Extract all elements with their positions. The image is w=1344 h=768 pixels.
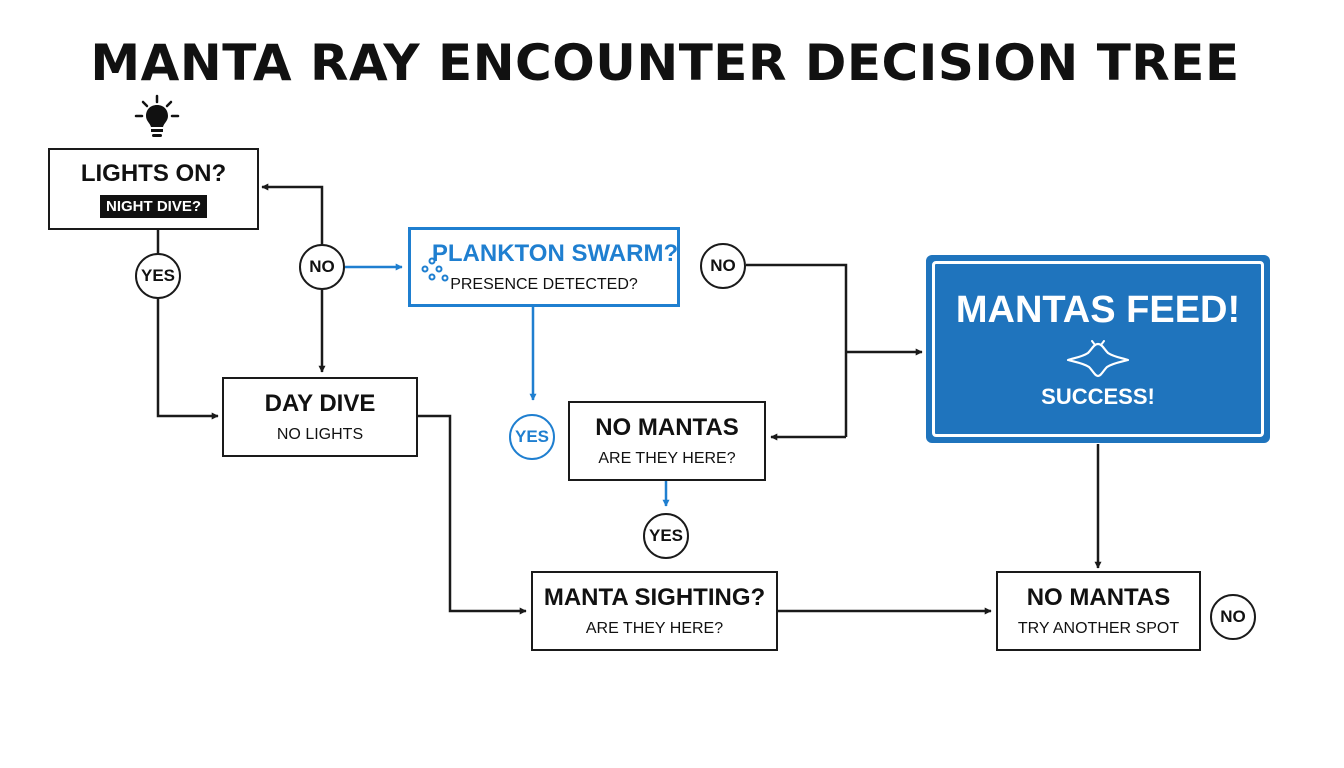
night-dive-tag: NIGHT DIVE? [99,195,207,219]
line-no-right [746,263,848,437]
manta-sighting-node: MANTA SIGHTING? ARE THEY HERE? [531,571,778,651]
manta-ray-icon [1066,339,1130,377]
plankton-swarm-label: PLANKTON SWARM? [431,240,679,268]
yes-bubble-plankton: YES [509,414,555,460]
manta-sighting-sub: ARE THEY HERE? [585,619,724,637]
manta-sighting-label: MANTA SIGHTING? [543,584,766,612]
try-another-spot-label: NO MANTAS [1026,584,1171,612]
day-dive-node: DAY DIVE NO LIGHTS [222,377,418,457]
no-mantas-check-label: NO MANTAS [595,414,739,442]
day-dive-label: DAY DIVE [264,390,376,418]
day-dive-sub: NO LIGHTS [276,425,364,443]
lights-on-node: LIGHTS ON? NIGHT DIVE? [48,148,259,230]
plankton-swarm-sub: PRESENCE DETECTED? [450,275,638,293]
no-mantas-check-node: NO MANTAS ARE THEY HERE? [568,401,766,481]
no-bubble-lights: NO [299,244,345,290]
try-another-spot-sub: TRY ANOTHER SPOT [1017,619,1180,637]
arrow-no-to-lights-on [261,183,324,244]
mantas-feed-label: MANTAS FEED! [955,288,1241,331]
success-label: SUCCESS! [1041,383,1155,409]
yes-bubble-no-mantas: YES [643,513,689,559]
plankton-dots-icon [421,257,449,282]
mantas-feed-inner: MANTAS FEED! SUCCESS! [932,261,1264,437]
plankton-swarm-node: PLANKTON SWARM? PRESENCE DETECTED? [408,227,680,307]
no-bubble-end: NO [1210,594,1256,640]
mantas-feed-panel: MANTAS FEED! SUCCESS! [926,255,1270,443]
page-title: MANTA RAY ENCOUNTER DECISION TREE [90,34,1240,92]
lightbulb-icon [134,94,180,137]
lights-on-label: LIGHTS ON? [80,159,227,187]
yes-bubble-lights: YES [135,253,181,299]
arrow-yes-to-day-dive [156,298,219,420]
no-bubble-plankton: NO [700,243,746,289]
arrow-day-dive-to-sighting [418,414,527,615]
try-another-spot-node: NO MANTAS TRY ANOTHER SPOT [996,571,1201,651]
no-mantas-check-sub: ARE THEY HERE? [598,449,736,467]
